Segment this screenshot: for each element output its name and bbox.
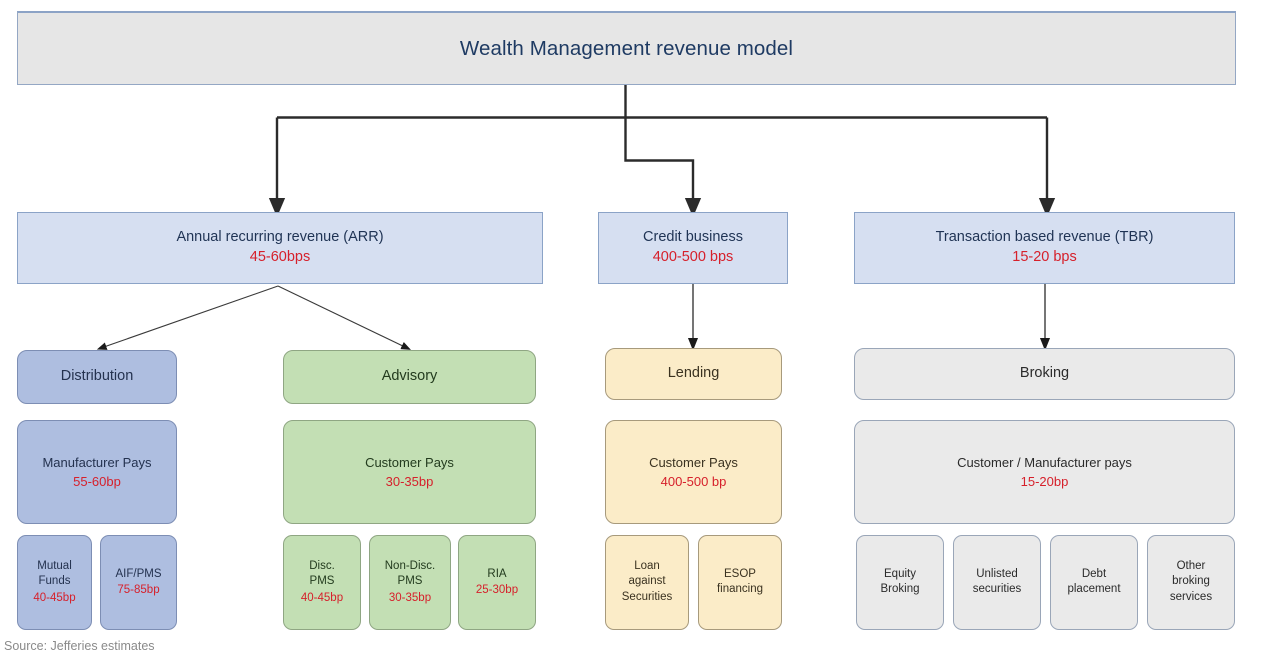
pays-distribution-label: Manufacturer Pays bbox=[42, 454, 152, 470]
leaf-debt-placement[interactable]: Debt placement bbox=[1050, 535, 1138, 630]
pays-broking[interactable]: Customer / Manufacturer pays 15-20bp bbox=[854, 420, 1235, 524]
branch-credit-rate: 400-500 bps bbox=[652, 249, 734, 265]
connector-root-to-credit bbox=[624, 117, 702, 218]
group-lending[interactable]: Lending bbox=[605, 348, 782, 400]
root-node[interactable]: Wealth Management revenue model bbox=[17, 11, 1236, 85]
group-broking[interactable]: Broking bbox=[854, 348, 1235, 400]
branch-credit[interactable]: Credit business 400-500 bps bbox=[598, 212, 788, 284]
leaf-disc-pms[interactable]: Disc. PMS 40-45bp bbox=[283, 535, 361, 630]
leaf-aif-pms[interactable]: AIF/PMS 75-85bp bbox=[100, 535, 177, 630]
connector-arr-to-distribution bbox=[96, 285, 279, 350]
leaf-non-disc-pms[interactable]: Non-Disc. PMS 30-35bp bbox=[369, 535, 451, 630]
leaf-other-broking-services[interactable]: Other broking services bbox=[1147, 535, 1235, 630]
branch-credit-label: Credit business bbox=[643, 229, 743, 246]
leaf-unlisted-securities-label: Unlisted securities bbox=[972, 567, 1022, 595]
pays-broking-rate: 15-20bp bbox=[1020, 473, 1069, 489]
leaf-mutual-funds-label: Mutual Funds bbox=[37, 560, 72, 588]
source-note: Source: Jefferies estimates bbox=[4, 639, 155, 653]
leaf-ria[interactable]: RIA 25-30bp bbox=[458, 535, 536, 630]
branch-arr-label: Annual recurring revenue (ARR) bbox=[176, 229, 384, 246]
leaf-mutual-funds-rate: 40-45bp bbox=[33, 591, 76, 604]
leaf-esop-financing[interactable]: ESOP financing bbox=[698, 535, 782, 630]
pays-distribution[interactable]: Manufacturer Pays 55-60bp bbox=[17, 420, 177, 524]
leaf-esop-financing-label: ESOP financing bbox=[716, 567, 764, 595]
root-label: Wealth Management revenue model bbox=[459, 37, 794, 60]
pays-advisory-label: Customer Pays bbox=[365, 454, 454, 470]
leaf-unlisted-securities[interactable]: Unlisted securities bbox=[953, 535, 1041, 630]
leaf-aif-pms-label: AIF/PMS bbox=[115, 567, 162, 580]
leaf-equity-broking-label: Equity Broking bbox=[880, 567, 920, 595]
leaf-ria-rate: 25-30bp bbox=[475, 584, 519, 596]
leaf-non-disc-pms-label: Non-Disc. PMS bbox=[384, 560, 436, 588]
branch-arr[interactable]: Annual recurring revenue (ARR) 45-60bps bbox=[17, 212, 543, 284]
leaf-ria-label: RIA bbox=[487, 567, 507, 580]
leaf-debt-placement-label: Debt placement bbox=[1067, 567, 1121, 595]
leaf-equity-broking[interactable]: Equity Broking bbox=[856, 535, 944, 630]
branch-tbr-label: Transaction based revenue (TBR) bbox=[935, 229, 1154, 246]
group-advisory[interactable]: Advisory bbox=[283, 350, 536, 404]
leaf-mutual-funds[interactable]: Mutual Funds 40-45bp bbox=[17, 535, 92, 630]
pays-advisory[interactable]: Customer Pays 30-35bp bbox=[283, 420, 536, 524]
group-broking-label: Broking bbox=[1019, 365, 1070, 382]
pays-broking-label: Customer / Manufacturer pays bbox=[957, 454, 1132, 470]
branch-tbr-rate: 15-20 bps bbox=[1012, 249, 1077, 265]
group-lending-label: Lending bbox=[667, 365, 720, 382]
pays-lending-label: Customer Pays bbox=[649, 454, 738, 470]
branch-tbr[interactable]: Transaction based revenue (TBR) 15-20 bp… bbox=[854, 212, 1235, 284]
pays-lending[interactable]: Customer Pays 400-500 bp bbox=[605, 420, 782, 524]
leaf-other-broking-services-label: Other broking services bbox=[1169, 560, 1213, 603]
leaf-disc-pms-rate: 40-45bp bbox=[300, 591, 344, 604]
pays-lending-rate: 400-500 bp bbox=[660, 473, 727, 489]
leaf-aif-pms-rate: 75-85bp bbox=[117, 584, 160, 596]
leaf-loan-against-securities-label: Loan against Securities bbox=[621, 560, 673, 603]
group-distribution-label: Distribution bbox=[60, 368, 134, 385]
connector-arr-to-advisory bbox=[277, 285, 411, 350]
group-distribution[interactable]: Distribution bbox=[17, 350, 177, 404]
group-advisory-label: Advisory bbox=[381, 368, 438, 385]
branch-arr-rate: 45-60bps bbox=[249, 249, 311, 265]
leaf-loan-against-securities[interactable]: Loan against Securities bbox=[605, 535, 689, 630]
leaf-disc-pms-label: Disc. PMS bbox=[309, 560, 335, 588]
pays-distribution-rate: 55-60bp bbox=[73, 473, 121, 489]
pays-advisory-rate: 30-35bp bbox=[385, 473, 434, 489]
leaf-non-disc-pms-rate: 30-35bp bbox=[388, 591, 432, 604]
